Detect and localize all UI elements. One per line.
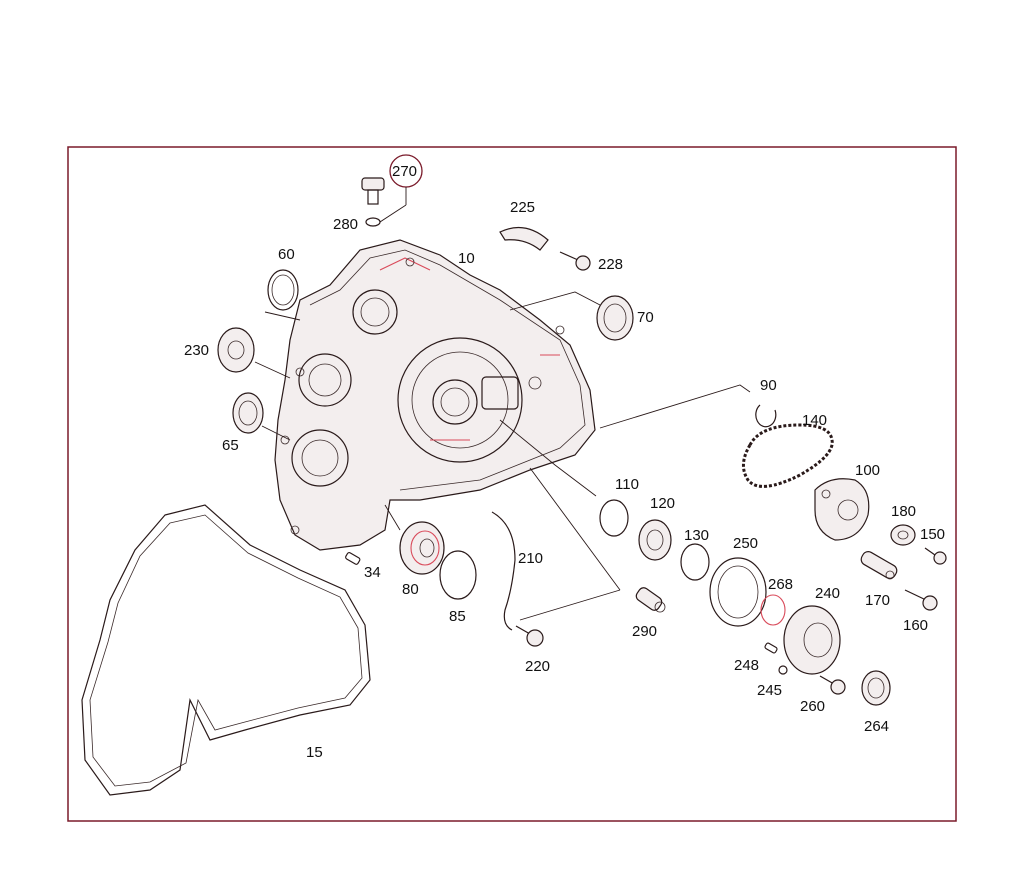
label-110: 110 — [615, 476, 639, 493]
seal-ring-130[interactable] — [680, 543, 710, 581]
bushing-180[interactable] — [890, 524, 916, 546]
label-160: 160 — [903, 617, 928, 634]
label-250: 250 — [733, 535, 758, 552]
plate-250[interactable] — [709, 557, 767, 627]
label-130: 130 — [684, 527, 709, 544]
label-268: 268 — [768, 576, 793, 593]
label-120: 120 — [650, 495, 675, 512]
pump-housing-100[interactable] — [814, 478, 870, 541]
bolt-160[interactable] — [904, 589, 938, 611]
label-264: 264 — [864, 718, 889, 735]
label-230: 230 — [184, 342, 209, 359]
bracket-225[interactable] — [499, 226, 549, 251]
label-34: 34 — [364, 564, 381, 581]
label-170: 170 — [865, 592, 890, 609]
o-ring-268[interactable] — [760, 594, 786, 626]
bolt-228[interactable] — [559, 251, 591, 271]
diagram-frame — [67, 146, 957, 822]
label-10: 10 — [458, 250, 475, 267]
label-290: 290 — [632, 623, 657, 640]
label-60: 60 — [278, 246, 295, 263]
cover-230[interactable] — [217, 327, 255, 373]
label-280: 280 — [333, 216, 358, 233]
bolt-260[interactable] — [819, 675, 846, 695]
snap-ring-85[interactable] — [439, 550, 477, 600]
bolt-150[interactable] — [924, 547, 947, 565]
label-70: 70 — [637, 309, 654, 326]
label-100: 100 — [855, 462, 880, 479]
seal-ring-60[interactable] — [267, 269, 299, 311]
gear-120[interactable] — [638, 519, 672, 561]
label-180: 180 — [891, 503, 916, 520]
shaft-seal-65[interactable] — [232, 392, 264, 434]
label-240: 240 — [815, 585, 840, 602]
label-85: 85 — [449, 608, 466, 625]
shaft-seal-70[interactable] — [596, 295, 634, 341]
bolt-270[interactable] — [361, 177, 385, 205]
drive-chain-140[interactable] — [742, 423, 834, 488]
label-90: 90 — [760, 377, 777, 394]
dowel-pin-34[interactable] — [345, 552, 361, 565]
ball-245[interactable] — [778, 665, 788, 675]
shaft-170[interactable] — [859, 549, 899, 580]
circlip-90[interactable] — [755, 404, 777, 428]
housing-gasket[interactable] — [81, 504, 371, 796]
bearing-80[interactable] — [399, 521, 445, 575]
label-260: 260 — [800, 698, 825, 715]
sensor-290[interactable] — [634, 586, 666, 613]
label-140: 140 — [802, 412, 827, 429]
label-80: 80 — [402, 581, 419, 598]
label-15: 15 — [306, 744, 323, 761]
seal-ring-110[interactable] — [599, 499, 629, 537]
seal-264[interactable] — [861, 670, 891, 706]
bolt-220[interactable] — [515, 625, 544, 647]
pin-248[interactable] — [764, 642, 778, 654]
housing-gasket-inner — [89, 514, 363, 787]
transmission-housing[interactable] — [274, 239, 596, 551]
label-150: 150 — [920, 526, 945, 543]
label-225: 225 — [510, 199, 535, 216]
label-65: 65 — [222, 437, 239, 454]
seal-ring-280[interactable] — [365, 217, 381, 227]
pump-240[interactable] — [783, 605, 841, 675]
label-220: 220 — [525, 658, 550, 675]
label-245: 245 — [757, 682, 782, 699]
label-210: 210 — [518, 550, 543, 567]
label-270: 270 — [392, 163, 417, 180]
label-228: 228 — [598, 256, 623, 273]
label-248: 248 — [734, 657, 759, 674]
wiring-210[interactable] — [491, 511, 516, 631]
